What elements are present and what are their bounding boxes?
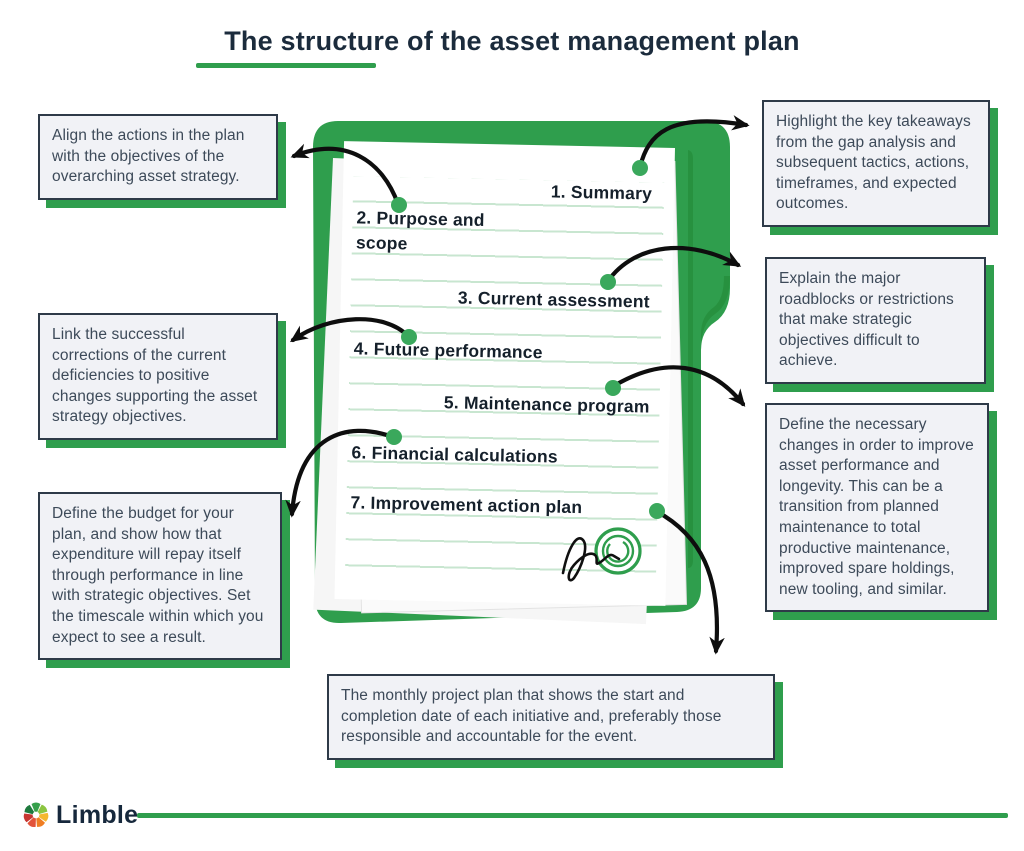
folder-tab-shade: [701, 276, 730, 350]
callout-low-left: Define the budget for your plan, and sho…: [38, 492, 282, 661]
folder-crease: [688, 150, 693, 568]
brand-name: Limble: [56, 801, 139, 829]
document-paper: 1. Summary 2. Purpose and scope 3. Curre…: [334, 141, 675, 606]
callout-low-right: Define the necessary changes in order to…: [765, 403, 989, 613]
footer-divider-line: [137, 813, 1008, 818]
callout-mid-left: Link the successful corrections of the c…: [38, 313, 278, 441]
callout-mid-right: Explain the major roadblocks or restrict…: [765, 257, 986, 385]
limble-logo-icon: [23, 802, 49, 828]
page-title: The structure of the asset management pl…: [224, 26, 800, 56]
doc-item-purpose-scope: 2. Purpose and scope: [355, 207, 485, 254]
doc-item-maintenance-program: 5. Maintenance program: [443, 392, 650, 417]
doc-item-financial-calculations: 6. Financial calculations: [351, 442, 559, 467]
callout-bottom: The monthly project plan that shows the …: [327, 674, 775, 760]
callout-top-right: Highlight the key takeaways from the gap…: [762, 100, 990, 228]
title-underline: [196, 63, 376, 68]
doc-item-summary: 1. Summary: [550, 181, 653, 204]
doc-item-current-assessment: 3. Current assessment: [457, 287, 650, 312]
callout-top-left: Align the actions in the plan with the o…: [38, 114, 278, 200]
doc-item-improvement-action-plan: 7. Improvement action plan: [350, 492, 583, 518]
doc-item-future-performance: 4. Future performance: [353, 338, 543, 363]
